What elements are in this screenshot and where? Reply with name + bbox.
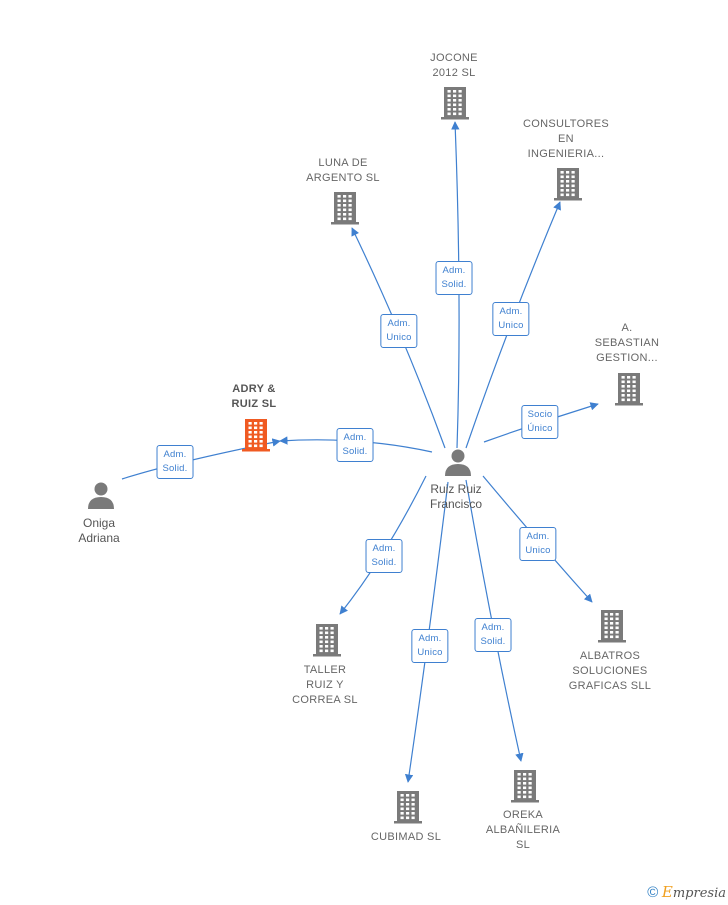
- role-badge-line: Unico: [417, 647, 443, 658]
- role-badge-line: Adm.: [163, 449, 187, 460]
- node-label-line: Ruiz Ruiz: [430, 482, 482, 496]
- node-label-line: Adriana: [78, 531, 120, 545]
- role-badge-oniga[interactable]: Adm. Solid.: [156, 445, 194, 479]
- building-icon[interactable]: [614, 371, 644, 412]
- role-badge-line: Solid.: [371, 557, 397, 568]
- node-label-taller[interactable]: TALLER RUIZ Y CORREA SL: [292, 663, 358, 708]
- role-badge-line: Unico: [386, 332, 412, 343]
- node-label-line: Oniga: [82, 516, 116, 530]
- role-badge-line: Solid.: [480, 636, 506, 647]
- node-label-line: SEBASTIAN: [594, 337, 660, 349]
- node-label-line: CORREA SL: [292, 694, 358, 706]
- role-badge-adry[interactable]: Adm. Solid.: [336, 428, 374, 462]
- role-badge-line: Adm.: [481, 622, 505, 633]
- node-label-line: 2012 SL: [432, 67, 476, 79]
- node-label-line: GESTION...: [596, 352, 658, 364]
- node-label-line: OREKA: [502, 809, 544, 821]
- node-label-line: CONSULTORES: [522, 118, 610, 130]
- role-badge-line: Solid.: [342, 446, 368, 457]
- node-label-sebastian[interactable]: A. SEBASTIAN GESTION...: [595, 321, 659, 366]
- node-label-line: TALLER: [303, 664, 347, 676]
- node-label-line: INGENIERIA...: [527, 148, 605, 160]
- person-icon[interactable]: [86, 480, 116, 515]
- role-badge-line: Adm.: [418, 633, 442, 644]
- node-label-albatros[interactable]: ALBATROS SOLUCIONES GRAFICAS SLL: [569, 649, 651, 694]
- building-icon[interactable]: [510, 768, 540, 809]
- node-label-line: ALBAÑILERIA: [485, 824, 561, 836]
- role-badge-line: Adm.: [499, 306, 523, 317]
- role-badge-line: Solid.: [441, 279, 467, 290]
- node-label-line: ARGENTO SL: [306, 172, 380, 184]
- role-badge-jocone[interactable]: Adm. Solid.: [435, 261, 473, 295]
- person-icon[interactable]: [443, 447, 473, 482]
- role-badge-luna[interactable]: Adm. Unico: [380, 314, 418, 348]
- role-badge-line: Adm.: [372, 543, 396, 554]
- node-label-cubimad[interactable]: CUBIMAD SL: [371, 830, 441, 845]
- role-badge-line: Adm.: [442, 265, 466, 276]
- brand-name: mpresia: [672, 886, 726, 901]
- role-badge-cubimad[interactable]: Adm. Unico: [411, 629, 449, 663]
- node-label-line: RUIZ SL: [231, 398, 277, 410]
- node-label-line: LUNA DE: [318, 157, 368, 169]
- building-icon[interactable]: [597, 608, 627, 649]
- role-badge-line: Adm.: [343, 432, 367, 443]
- node-label-oreka[interactable]: OREKA ALBAÑILERIA SL: [486, 808, 560, 853]
- role-badge-line: Socio: [527, 409, 553, 420]
- building-icon[interactable]: [241, 417, 271, 458]
- building-icon[interactable]: [553, 166, 583, 207]
- node-label-line: A.: [621, 322, 633, 334]
- role-badge-taller[interactable]: Adm. Solid.: [365, 539, 403, 573]
- node-label-line: GRAFICAS SLL: [568, 680, 652, 692]
- role-badge-line: Unico: [525, 545, 551, 556]
- node-label-line: CUBIMAD SL: [370, 831, 442, 843]
- building-icon[interactable]: [312, 622, 342, 663]
- node-label-consultores[interactable]: CONSULTORES EN INGENIERIA...: [523, 117, 609, 162]
- node-label-line: ALBATROS: [579, 650, 641, 662]
- node-label-jocone[interactable]: JOCONE 2012 SL: [430, 51, 478, 81]
- node-label-line: SL: [515, 839, 531, 851]
- node-label-line: Francisco: [429, 497, 483, 511]
- role-badge-line: Solid.: [162, 463, 188, 474]
- node-label-luna[interactable]: LUNA DE ARGENTO SL: [306, 156, 380, 186]
- node-label-line: EN: [558, 133, 574, 145]
- role-badge-line: Adm.: [526, 531, 550, 542]
- building-icon[interactable]: [440, 85, 470, 126]
- role-badge-oreka[interactable]: Adm. Solid.: [474, 618, 512, 652]
- copyright-icon: ©: [647, 884, 659, 901]
- brand-initial: E: [661, 883, 673, 901]
- node-label-line: RUIZ Y: [306, 679, 344, 691]
- role-badge-consultores[interactable]: Adm. Unico: [492, 302, 530, 336]
- node-label-adry[interactable]: ADRY & RUIZ SL: [232, 382, 277, 412]
- watermark: © Empresia: [647, 883, 726, 901]
- node-label-line: ADRY &: [232, 383, 276, 395]
- node-label-line: JOCONE: [430, 52, 478, 64]
- role-badge-line: Único: [527, 423, 553, 434]
- role-badge-albatros[interactable]: Adm. Unico: [519, 527, 557, 561]
- building-icon[interactable]: [330, 190, 360, 231]
- role-badge-line: Unico: [498, 320, 524, 331]
- building-icon[interactable]: [393, 789, 423, 830]
- node-label-line: SOLUCIONES: [572, 665, 648, 677]
- role-badge-line: Adm.: [387, 318, 411, 329]
